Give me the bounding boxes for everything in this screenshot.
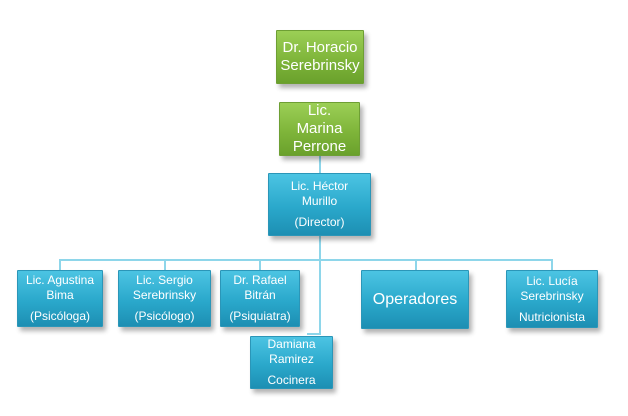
node-damiana-line-1: Damiana (267, 337, 316, 351)
connector-lucia (551, 259, 553, 270)
connector-hector-bus (319, 236, 321, 260)
node-horacio-serebrinsky: Dr. Horacio Serebrinsky (276, 30, 364, 84)
node-lucia-line-1: Lic. Lucía (526, 273, 578, 288)
node-hector-line-1: Lic. Héctor (290, 179, 349, 193)
node-agustina-line-2: Bima (46, 288, 74, 302)
node-operadores-label: Operadores (372, 290, 458, 308)
node-sergio-role: (Psicólogo) (134, 309, 195, 323)
node-operadores: Operadores (361, 270, 469, 329)
node-damiana-role: Cocinera (267, 373, 316, 387)
node-hector-line-2: Murillo (301, 194, 338, 208)
node-marina-line-1: Lic. (307, 102, 332, 120)
node-horacio-line-2: Serebrinsky (280, 57, 360, 74)
node-marina-line-3: Perrone (292, 137, 347, 155)
node-agustina-role: (Psicóloga) (29, 309, 91, 323)
connector-damiana-horizontal (307, 333, 321, 335)
connector-rafael (259, 259, 261, 270)
node-hector-role: (Director) (294, 215, 345, 229)
connector-damiana-vertical (319, 259, 321, 335)
connector-operadores (415, 259, 417, 270)
node-lucia-role: Nutricionista (518, 309, 586, 324)
node-damiana-line-2: Ramirez (269, 352, 314, 366)
connector-sergio (164, 259, 166, 270)
node-rafael-bitran: Dr. Rafael Bitrán (Psiquiatra) (220, 270, 300, 327)
connector-agustina (59, 259, 61, 270)
node-sergio-serebrinsky: Lic. Sergio Serebrinsky (Psicólogo) (118, 270, 211, 327)
node-agustina-line-1: Lic. Agustina (25, 273, 95, 287)
connector-marina-hector (319, 155, 321, 173)
connector-bus-horizontal (59, 259, 552, 261)
node-rafael-line-1: Dr. Rafael (233, 273, 287, 287)
node-rafael-role: (Psiquiatra) (229, 309, 291, 323)
node-marina-line-2: Marina (296, 120, 343, 138)
node-rafael-line-2: Bitrán (244, 288, 276, 302)
node-lucia-serebrinsky: Lic. Lucía Serebrinsky Nutricionista (506, 270, 598, 328)
node-sergio-line-2: Serebrinsky (132, 288, 197, 302)
node-damiana-ramirez: Damiana Ramirez Cocinera (250, 336, 333, 389)
node-horacio-line-1: Dr. Horacio (282, 39, 358, 57)
node-agustina-bima: Lic. Agustina Bima (Psicóloga) (17, 270, 103, 327)
node-sergio-line-1: Lic. Sergio (136, 273, 193, 287)
node-hector-murillo: Lic. Héctor Murillo (Director) (268, 173, 371, 236)
node-lucia-line-2: Serebrinsky (520, 288, 584, 303)
node-marina-perrone: Lic. Marina Perrone (279, 102, 360, 156)
